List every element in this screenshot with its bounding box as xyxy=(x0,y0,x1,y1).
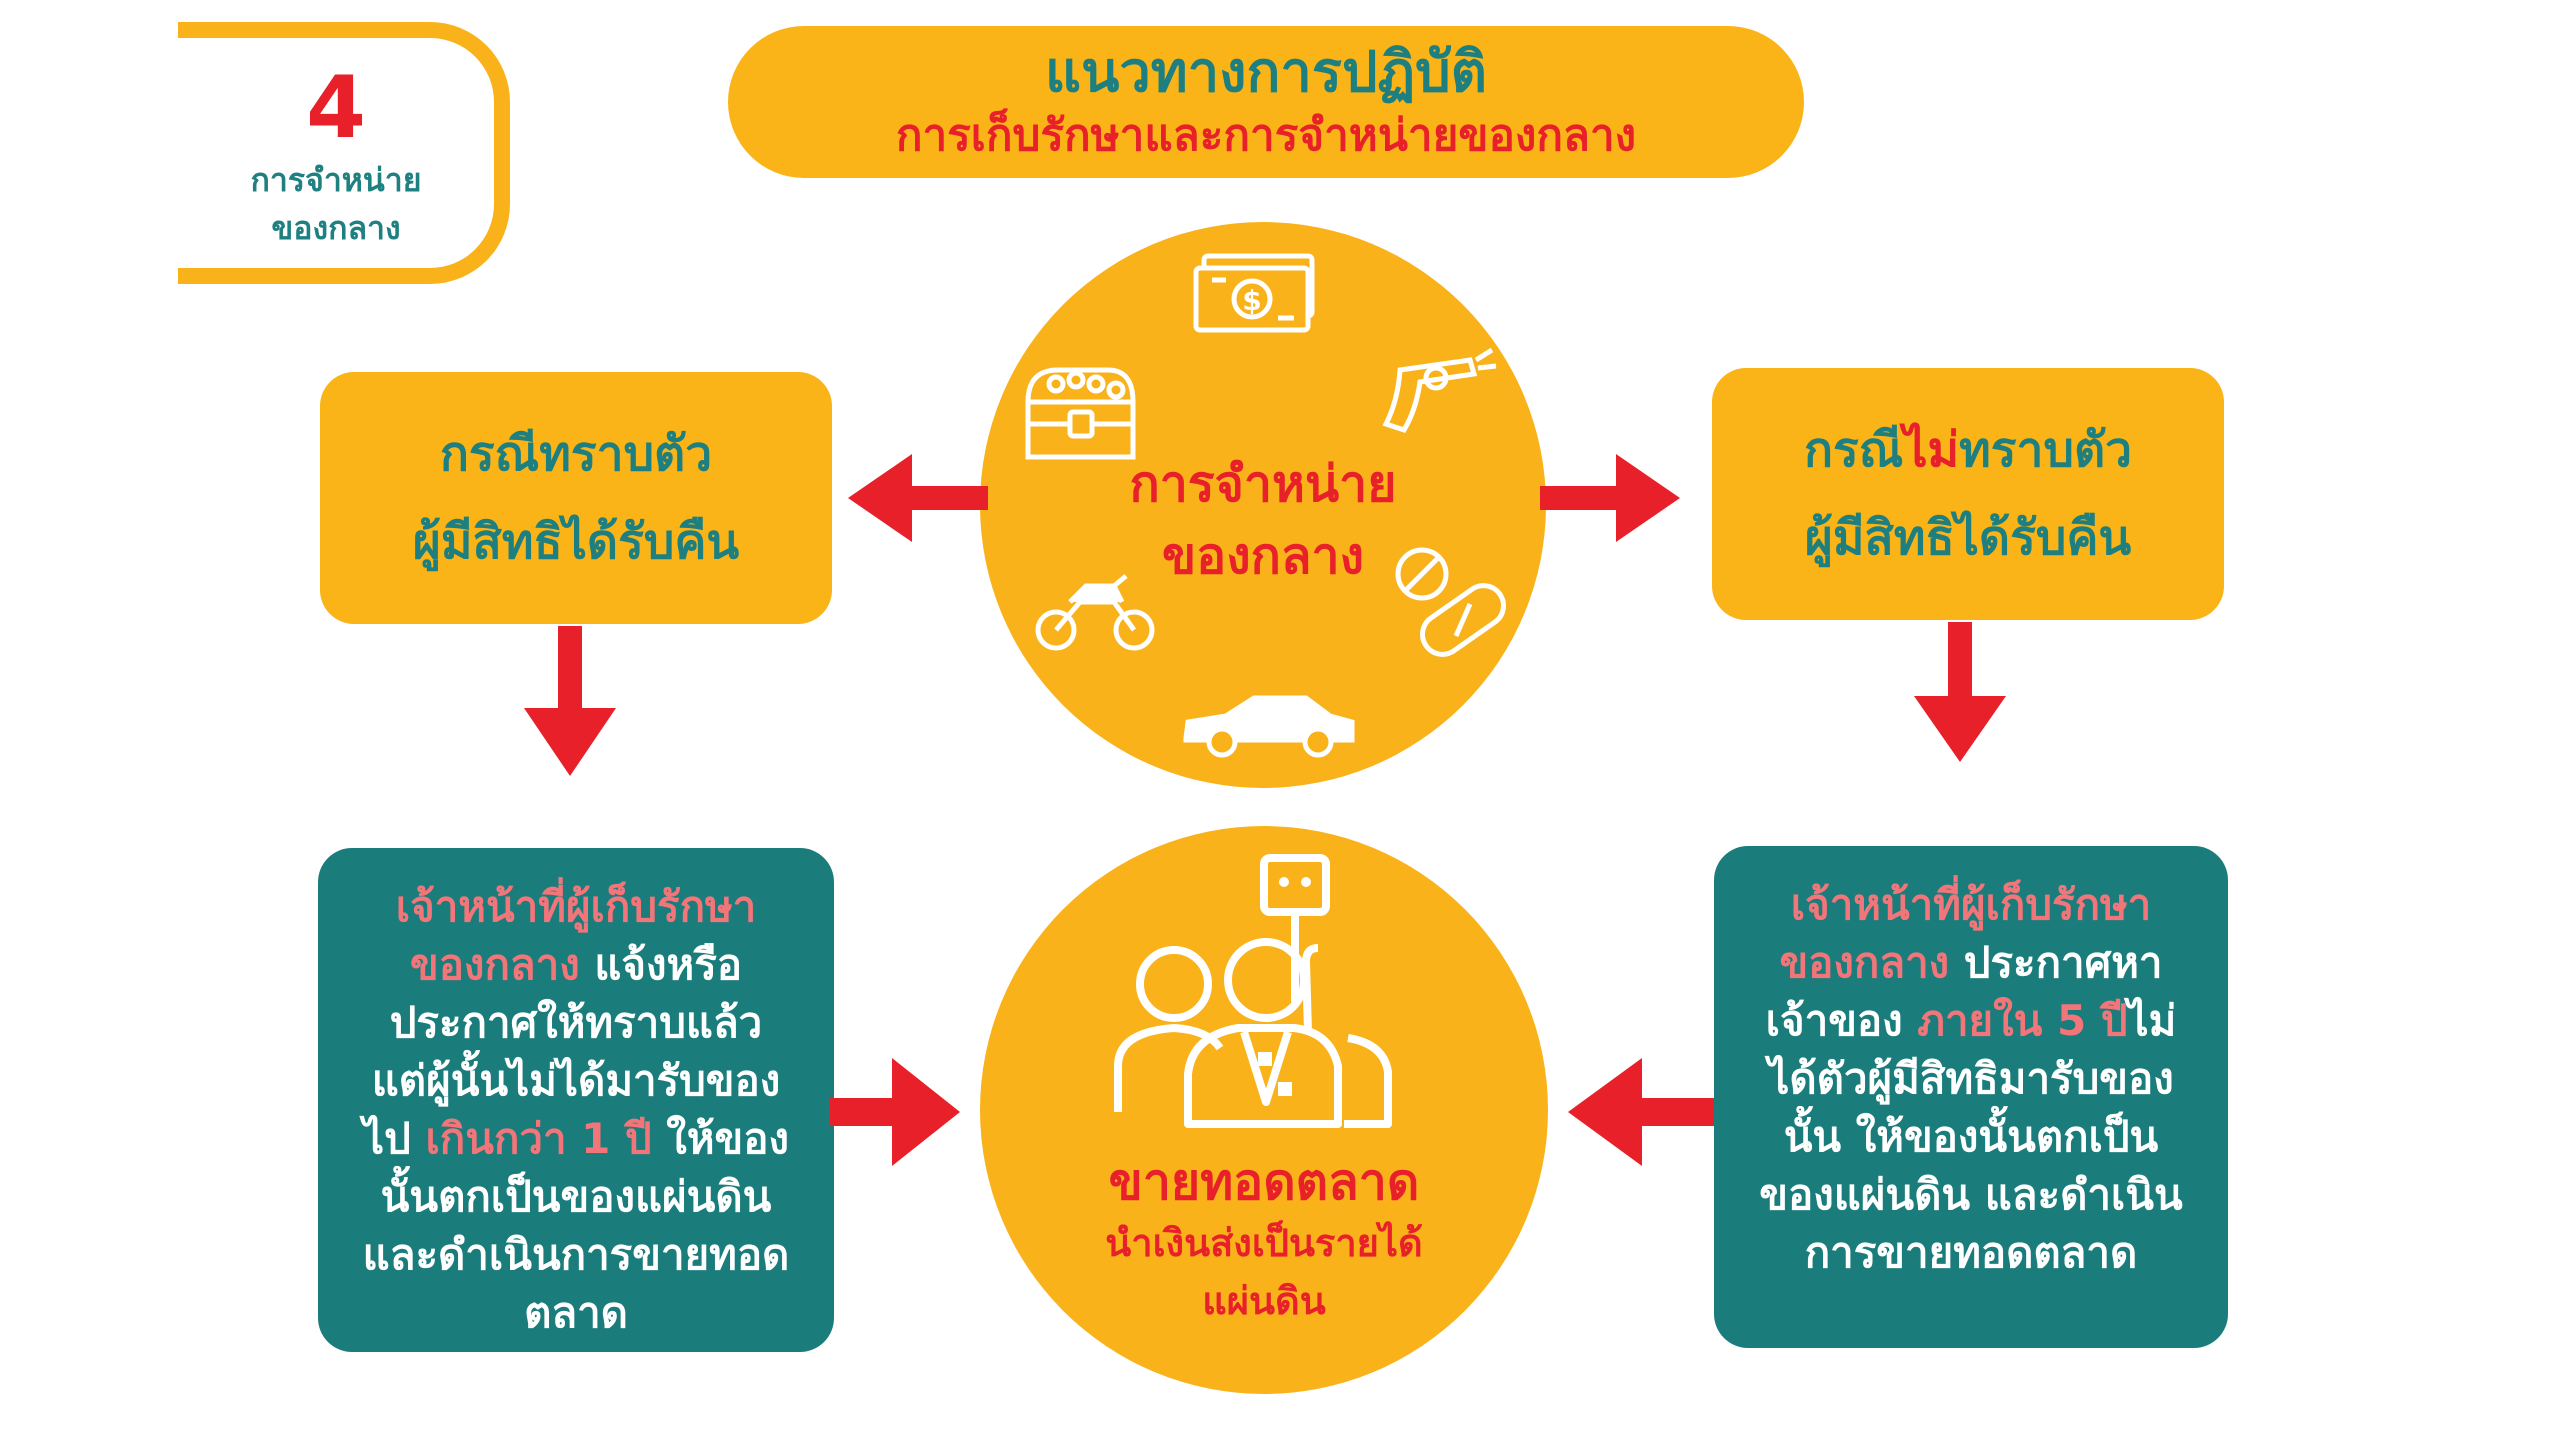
title-banner: แนวทางการปฏิบัติ การเก็บรักษาและการจำหน่… xyxy=(728,26,1804,178)
auction-bidder-icon xyxy=(1114,854,1392,1128)
known-detail-line6: นั้นตกเป็นของแผ่นดิน xyxy=(380,1172,772,1221)
arrow-to-auction-left xyxy=(830,1058,960,1166)
unknown-owner-line2: ผู้มีสิทธิได้รับคืน xyxy=(1804,510,2132,566)
known-detail-line5-b: เกินกว่า 1 ปี xyxy=(425,1114,652,1163)
disposal-label-line1: การจำหน่าย xyxy=(1129,455,1397,513)
unknown-detail-line3-a: เจ้าของ xyxy=(1765,996,1918,1045)
unknown-detail-line3: เจ้าของ ภายใน 5 ปีไม่ xyxy=(1732,992,2210,1050)
svg-text:$: $ xyxy=(1242,284,1261,317)
arrow-left-upper xyxy=(848,454,988,542)
unknown-owner-text-c: ทราบตัว xyxy=(1959,422,2133,478)
arrow-down-left xyxy=(524,626,616,776)
auction-sub-line1: นำเงินส่งเป็นรายได้ xyxy=(1105,1221,1423,1265)
disposal-label-line2: ของกลาง xyxy=(1161,527,1365,585)
unknown-owner-line1: กรณีไม่ทราบตัว xyxy=(1712,406,2224,494)
known-detail-line5-c: ให้ของ xyxy=(651,1114,789,1163)
known-detail-line8: ตลาด xyxy=(524,1288,628,1337)
pills-icon xyxy=(1395,547,1506,657)
known-detail-line5: ไป เกินกว่า 1 ปี ให้ของ xyxy=(336,1110,816,1168)
section-label-line1: การจำหน่าย xyxy=(250,161,422,199)
disposal-label: การจำหน่าย ของกลาง xyxy=(980,448,1546,592)
section-badge: 4 การจำหน่าย ของกลาง xyxy=(178,22,510,284)
auction-label: ขายทอดตลาด นำเงินส่งเป็นรายได้ แผ่นดิน xyxy=(980,1150,1548,1330)
unknown-owner-box: กรณีไม่ทราบตัว ผู้มีสิทธิได้รับคืน xyxy=(1712,368,2224,620)
unknown-detail-line4: ได้ตัวผู้มีสิทธิมารับของ xyxy=(1768,1054,2174,1103)
known-owner-box: กรณีทราบตัว ผู้มีสิทธิได้รับคืน xyxy=(320,372,832,624)
page-title: แนวทางการปฏิบัติ xyxy=(1044,40,1487,105)
known-detail-line7: และดำเนินการขายทอด xyxy=(362,1230,790,1279)
unknown-detail-line1: เจ้าหน้าที่ผู้เก็บรักษา xyxy=(1790,880,2152,929)
known-detail-line1: เจ้าหน้าที่ผู้เก็บรักษา xyxy=(395,882,757,931)
unknown-detail-line7: การขายทอดตลาด xyxy=(1804,1228,2138,1277)
arrow-right-upper xyxy=(1540,454,1680,542)
unknown-detail-line5: นั้น ให้ของนั้นตกเป็น xyxy=(1783,1112,2159,1161)
unknown-detail-line2-a: ของกลาง xyxy=(1779,938,1950,987)
gun-icon xyxy=(1382,347,1497,434)
arrow-to-auction-right xyxy=(1568,1058,1714,1166)
unknown-detail-line3-b: ภายใน 5 ปี xyxy=(1917,996,2128,1045)
known-detail-line4: แต่ผู้นั้นไม่ได้มารับของ xyxy=(371,1056,781,1105)
unknown-owner-detail: เจ้าหน้าที่ผู้เก็บรักษา ของกลาง ประกาศหา… xyxy=(1714,846,2228,1348)
section-label-line2: ของกลาง xyxy=(271,209,401,247)
unknown-owner-text-a: กรณี xyxy=(1803,422,1904,478)
arrow-down-right xyxy=(1914,622,2006,762)
known-detail-line2-a: ของกลาง xyxy=(410,940,580,989)
unknown-detail-line3-c: ไม่ xyxy=(2127,996,2177,1045)
page-subtitle: การเก็บรักษาและการจำหน่ายของกลาง xyxy=(895,110,1637,161)
section-number: 4 xyxy=(306,58,366,158)
auction-title: ขายทอดตลาด xyxy=(1108,1153,1420,1211)
auction-circle xyxy=(980,826,1548,1394)
known-owner-line2: ผู้มีสิทธิได้รับคืน xyxy=(412,514,740,570)
unknown-detail-line6: ของแผ่นดิน และดำเนิน xyxy=(1759,1170,2183,1219)
unknown-owner-text-not: ไม่ xyxy=(1903,422,1960,478)
known-detail-line2: ของกลาง แจ้งหรือ xyxy=(336,936,816,994)
known-owner-line1: กรณีทราบตัว xyxy=(439,426,713,482)
unknown-detail-line2: ของกลาง ประกาศหา xyxy=(1732,934,2210,992)
known-detail-line5-a: ไป xyxy=(363,1114,426,1163)
known-detail-line3: ประกาศให้ทราบแล้ว xyxy=(389,998,763,1047)
car-icon xyxy=(1183,695,1355,758)
motorcycle-icon xyxy=(1035,574,1155,651)
known-detail-line2-b: แจ้งหรือ xyxy=(579,940,742,989)
known-owner-detail: เจ้าหน้าที่ผู้เก็บรักษา ของกลาง แจ้งหรือ… xyxy=(318,848,834,1352)
treasure-chest-icon xyxy=(1025,367,1136,460)
auction-sub-line2: แผ่นดิน xyxy=(1202,1279,1326,1323)
unknown-detail-line2-b: ประกาศหา xyxy=(1949,938,2163,987)
money-icon: $ xyxy=(1193,253,1315,333)
